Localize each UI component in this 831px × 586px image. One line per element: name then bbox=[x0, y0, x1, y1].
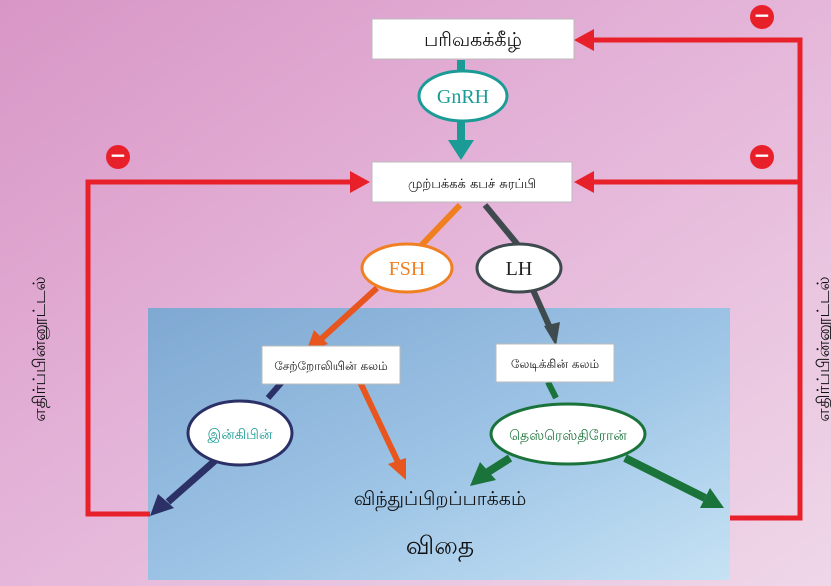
testosterone-ellipse: தெஸ்ரெஸ்திரோன் bbox=[489, 402, 647, 466]
minus-sign-left-pituitary: − bbox=[106, 143, 130, 169]
feedback-line-left-pituitary bbox=[85, 179, 352, 517]
sertoli-to-inhibin bbox=[265, 380, 285, 400]
feedback-label-left: எதிர்ப்பின்னூட்டல் bbox=[30, 276, 50, 421]
leydig-cell-label: லேடிக்கின் கலம் bbox=[511, 357, 599, 371]
minus-sign-right-pituitary: − bbox=[750, 143, 774, 169]
feedback-loops: − − − bbox=[85, 3, 803, 521]
feedback-arrowhead-hypothalamus bbox=[574, 29, 594, 51]
testosterone-to-feedback bbox=[623, 454, 724, 508]
lh-label: LH bbox=[506, 258, 533, 280]
leydig-to-testosterone bbox=[545, 380, 559, 400]
inhibin-to-feedback bbox=[150, 455, 221, 516]
sertoli-to-spermatogenesis bbox=[357, 380, 406, 480]
hypothalamus-box: பரிவகக்கீழ் bbox=[371, 18, 575, 60]
anterior-pituitary-box: முற்பக்கக் கபச் சுரப்பி bbox=[371, 161, 573, 203]
lh-ellipse: LH bbox=[475, 242, 563, 294]
sertoli-cell-box: சேற்றோலியின் கலம் bbox=[261, 345, 401, 385]
minus-sign-hypothalamus: − bbox=[750, 3, 774, 29]
gnrh-ellipse: GnRH bbox=[417, 69, 509, 123]
feedback-label-right: எதிர்ப்பின்னூட்டல் bbox=[814, 276, 831, 421]
svg-text:−: − bbox=[754, 143, 771, 167]
spermatogenesis-label: விந்துப்பிறப்பாக்கம் bbox=[354, 488, 526, 511]
leydig-cell-box: லேடிக்கின் கலம் bbox=[495, 343, 615, 383]
fsh-label: FSH bbox=[389, 258, 426, 280]
lh-pathway bbox=[482, 203, 560, 346]
inhibin-ellipse: இன்கிபின் bbox=[186, 399, 294, 467]
testis-label: விதை bbox=[406, 531, 474, 562]
anterior-pituitary-label: முற்பக்கக் கபச் சுரப்பி bbox=[408, 177, 536, 192]
testosterone-label: தெஸ்ரெஸ்திரோன் bbox=[509, 428, 627, 444]
fsh-ellipse: FSH bbox=[360, 242, 454, 294]
gnrh-label: GnRH bbox=[437, 86, 489, 108]
svg-text:−: − bbox=[754, 3, 771, 27]
svg-text:−: − bbox=[110, 143, 127, 167]
inhibin-label: இன்கிபின் bbox=[207, 427, 272, 443]
feedback-line-hypothalamus bbox=[590, 37, 803, 521]
feedback-arrowhead-right-pituitary bbox=[574, 171, 594, 193]
sertoli-cell-label: சேற்றோலியின் கலம் bbox=[274, 359, 388, 373]
hypothalamus-label: பரிவகக்கீழ் bbox=[424, 29, 522, 52]
feedback-arrowhead-left-pituitary bbox=[350, 171, 370, 193]
testosterone-to-spermatogenesis bbox=[470, 454, 513, 486]
